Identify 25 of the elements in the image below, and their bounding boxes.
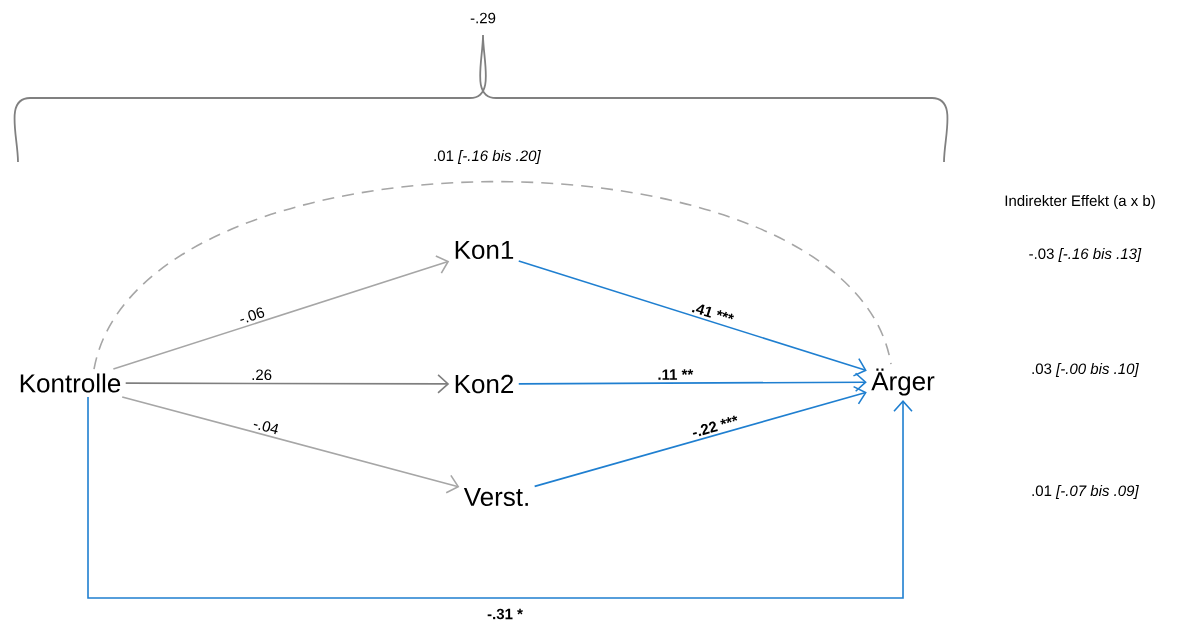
edge-label: .11 ** (658, 369, 694, 380)
edge-label: -.22 *** (692, 415, 738, 437)
variable-label: Ärger (871, 368, 935, 396)
edge-label: -.04 (253, 421, 279, 435)
value-label: Indirekter Effekt (a x b) (1005, 195, 1155, 209)
value-label: .03 [-.00 bis .10] (1032, 363, 1139, 377)
arrow (87, 396, 913, 599)
arrow (517, 372, 867, 393)
value-label: -.29 (470, 12, 496, 24)
variable-label: Verst. (463, 487, 528, 507)
value-label: -.03 [-.16 bis .13] (1029, 248, 1142, 262)
variable-label: Kon1 (455, 240, 514, 260)
arrow (112, 255, 450, 370)
edge-label: .01 [-.16 bis .20] (434, 150, 541, 164)
edge-label: .41 *** (691, 304, 734, 320)
edge-label: -.06 (240, 307, 265, 323)
edge-label: -.31 * (487, 608, 523, 620)
value-label: .01 [-.07 bis .09] (1032, 485, 1139, 499)
variable-label: Kontrolle (20, 373, 121, 393)
arrow (533, 385, 867, 488)
arrow (124, 374, 450, 394)
edge-label: .26 (252, 369, 272, 381)
variable-label: Kon2 (455, 374, 514, 394)
arrow (121, 396, 460, 494)
arrow (517, 260, 867, 377)
